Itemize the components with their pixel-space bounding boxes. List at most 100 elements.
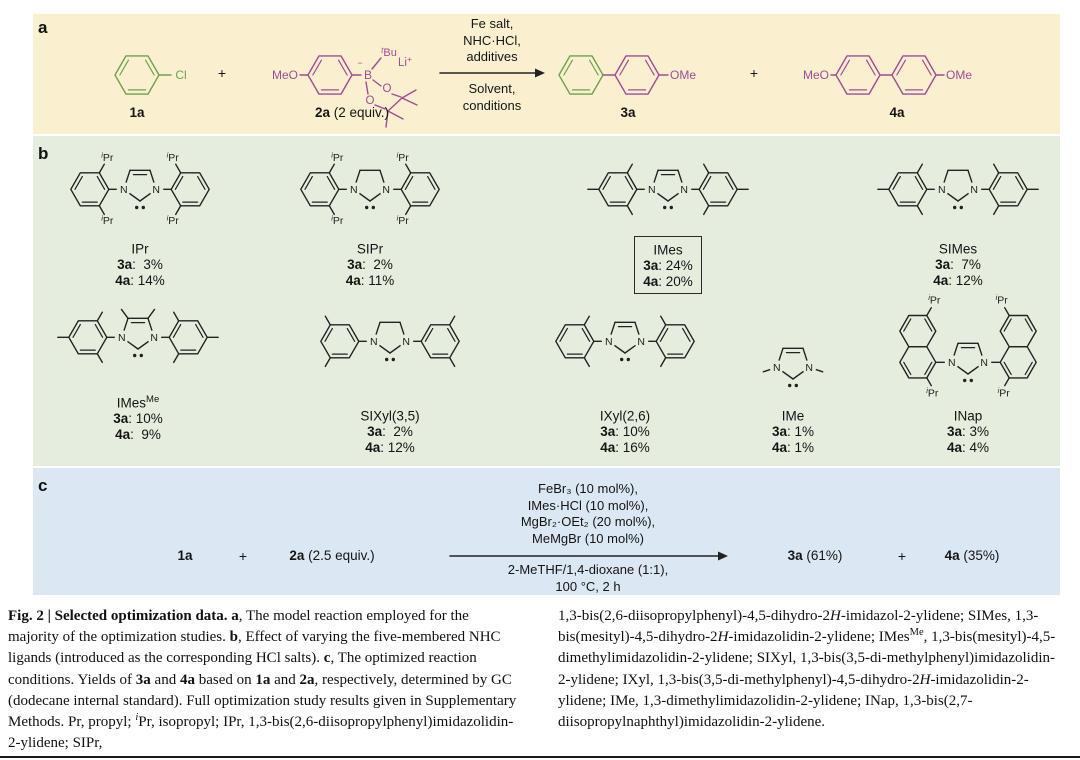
yield-4a: 4a: 12% [365,440,415,455]
svg-text:−: − [357,58,362,68]
yield-3a: 3a: 2% [347,256,393,272]
svg-text:iPr: iPr [331,213,344,227]
yield-3a: 3a: 24% [643,257,693,273]
caption-right-column: 1,3-bis(2,6-diisopropylphenyl)-4,5-dihyd… [558,608,1056,731]
svg-text:iPr: iPr [397,150,410,164]
yield-3a: 3a: 1% [771,423,815,439]
ligand-name: IMes [653,242,683,258]
yield-3a: 3a: 10% [113,410,163,426]
plus-sign: + [749,65,759,81]
svg-text:N: N [382,184,390,196]
yield-4a: 4a: 9% [115,427,161,442]
ligand-name: IPr [131,241,149,257]
svg-text:iPr: iPr [928,293,941,307]
yield-3a: 3a: 3% [117,256,163,272]
svg-text:N: N [605,336,613,348]
svg-text:iPr: iPr [101,213,114,227]
condition-line: MgBr₂·OEt₂ (20 mol%), [520,514,656,529]
panel-b [33,136,1060,466]
compound-label-2a: 2a (2.5 equiv.) [289,548,375,563]
compound-label-1a: 1a [177,548,193,563]
ligand-name: IMe [781,408,805,424]
ligand-name: IMesMe [116,394,160,411]
caption-left-column: Fig. 2 | Selected optimization data. a, … [8,608,517,752]
panel-c-conditions-above: FeBr₃ (10 mol%), IMes·HCl (10 mol%), MgB… [521,481,655,547]
yield-3a: 3a: 7% [935,256,981,272]
yield-4a: 4a: 14% [115,273,165,288]
plus-sign: + [217,65,227,81]
condition-line: IMes·HCl (10 mol%), [527,497,649,513]
svg-text:tBu: tBu [381,46,397,59]
condition-line: additives [466,49,518,64]
condition-line: Fe salt, [470,16,514,31]
ligand-name: SIMes [938,241,978,257]
svg-text:N: N [120,184,128,196]
panel-a-conditions-below: Solvent, conditions [463,81,522,114]
svg-text:N: N [805,362,813,374]
svg-text:N: N [938,184,946,196]
panel-a-label: a [38,18,48,37]
panel-c-label: c [38,476,48,495]
yield-4a: 4a: 12% [933,273,983,288]
svg-text:N: N [773,362,781,374]
plus-sign: + [238,548,248,564]
svg-text:N: N [970,184,978,196]
ligand-name: INap [953,408,983,424]
yield-4a: 4a: 1% [771,440,815,455]
condition-line: 2-MeTHF/1,4-dioxane (1:1), [507,562,669,577]
svg-text:N: N [152,184,160,196]
condition-line: conditions [462,97,522,113]
plus-sign: + [897,548,907,564]
ligand-card-ime: N N IMe 3a: 1% 4a: 1% [733,332,853,458]
svg-text:Li+: Li+ [398,54,412,69]
compound-label-2a: 2a (2 equiv.) [314,105,390,120]
svg-text:N: N [370,336,378,348]
compound-label-1a: 1a [129,105,145,120]
svg-text:iPr: iPr [996,293,1009,307]
yield-3a: 3a: 10% [600,423,650,439]
svg-text:N: N [948,357,956,369]
svg-text:N: N [150,332,158,344]
svg-text:O: O [383,83,392,95]
compound-label-3a: 3a [620,105,636,120]
svg-text:iPr: iPr [331,150,344,164]
yield-4a: 4a: 20% [643,274,693,289]
svg-text:N: N [118,332,126,344]
svg-text:N: N [648,184,656,196]
compound-label-4a: 4a (35%) [944,548,1000,563]
ligand-name: SIPr [356,241,384,257]
svg-text:N: N [402,336,410,348]
svg-text:N: N [637,336,645,348]
svg-text:iPr: iPr [101,150,114,164]
compound-label-3a: 3a (61%) [787,548,843,563]
condition-line: FeBr₃ (10 mol%), [538,481,638,496]
svg-text:B: B [364,68,372,82]
condition-line: 100 °C, 2 h [555,578,621,594]
svg-text:iPr: iPr [167,150,180,164]
panel-c [33,468,1060,595]
svg-text:N: N [980,357,988,369]
yield-3a: 3a: 2% [367,423,413,439]
ligand-name: IXyl(2,6) [599,408,651,424]
panel-c-conditions-below: 2-MeTHF/1,4-dioxane (1:1), 100 °C, 2 h [508,562,668,595]
svg-text:iPr: iPr [926,386,939,400]
svg-text:OMe: OMe [670,68,696,82]
svg-text:MeO: MeO [272,68,298,82]
svg-text:iPr: iPr [167,213,180,227]
